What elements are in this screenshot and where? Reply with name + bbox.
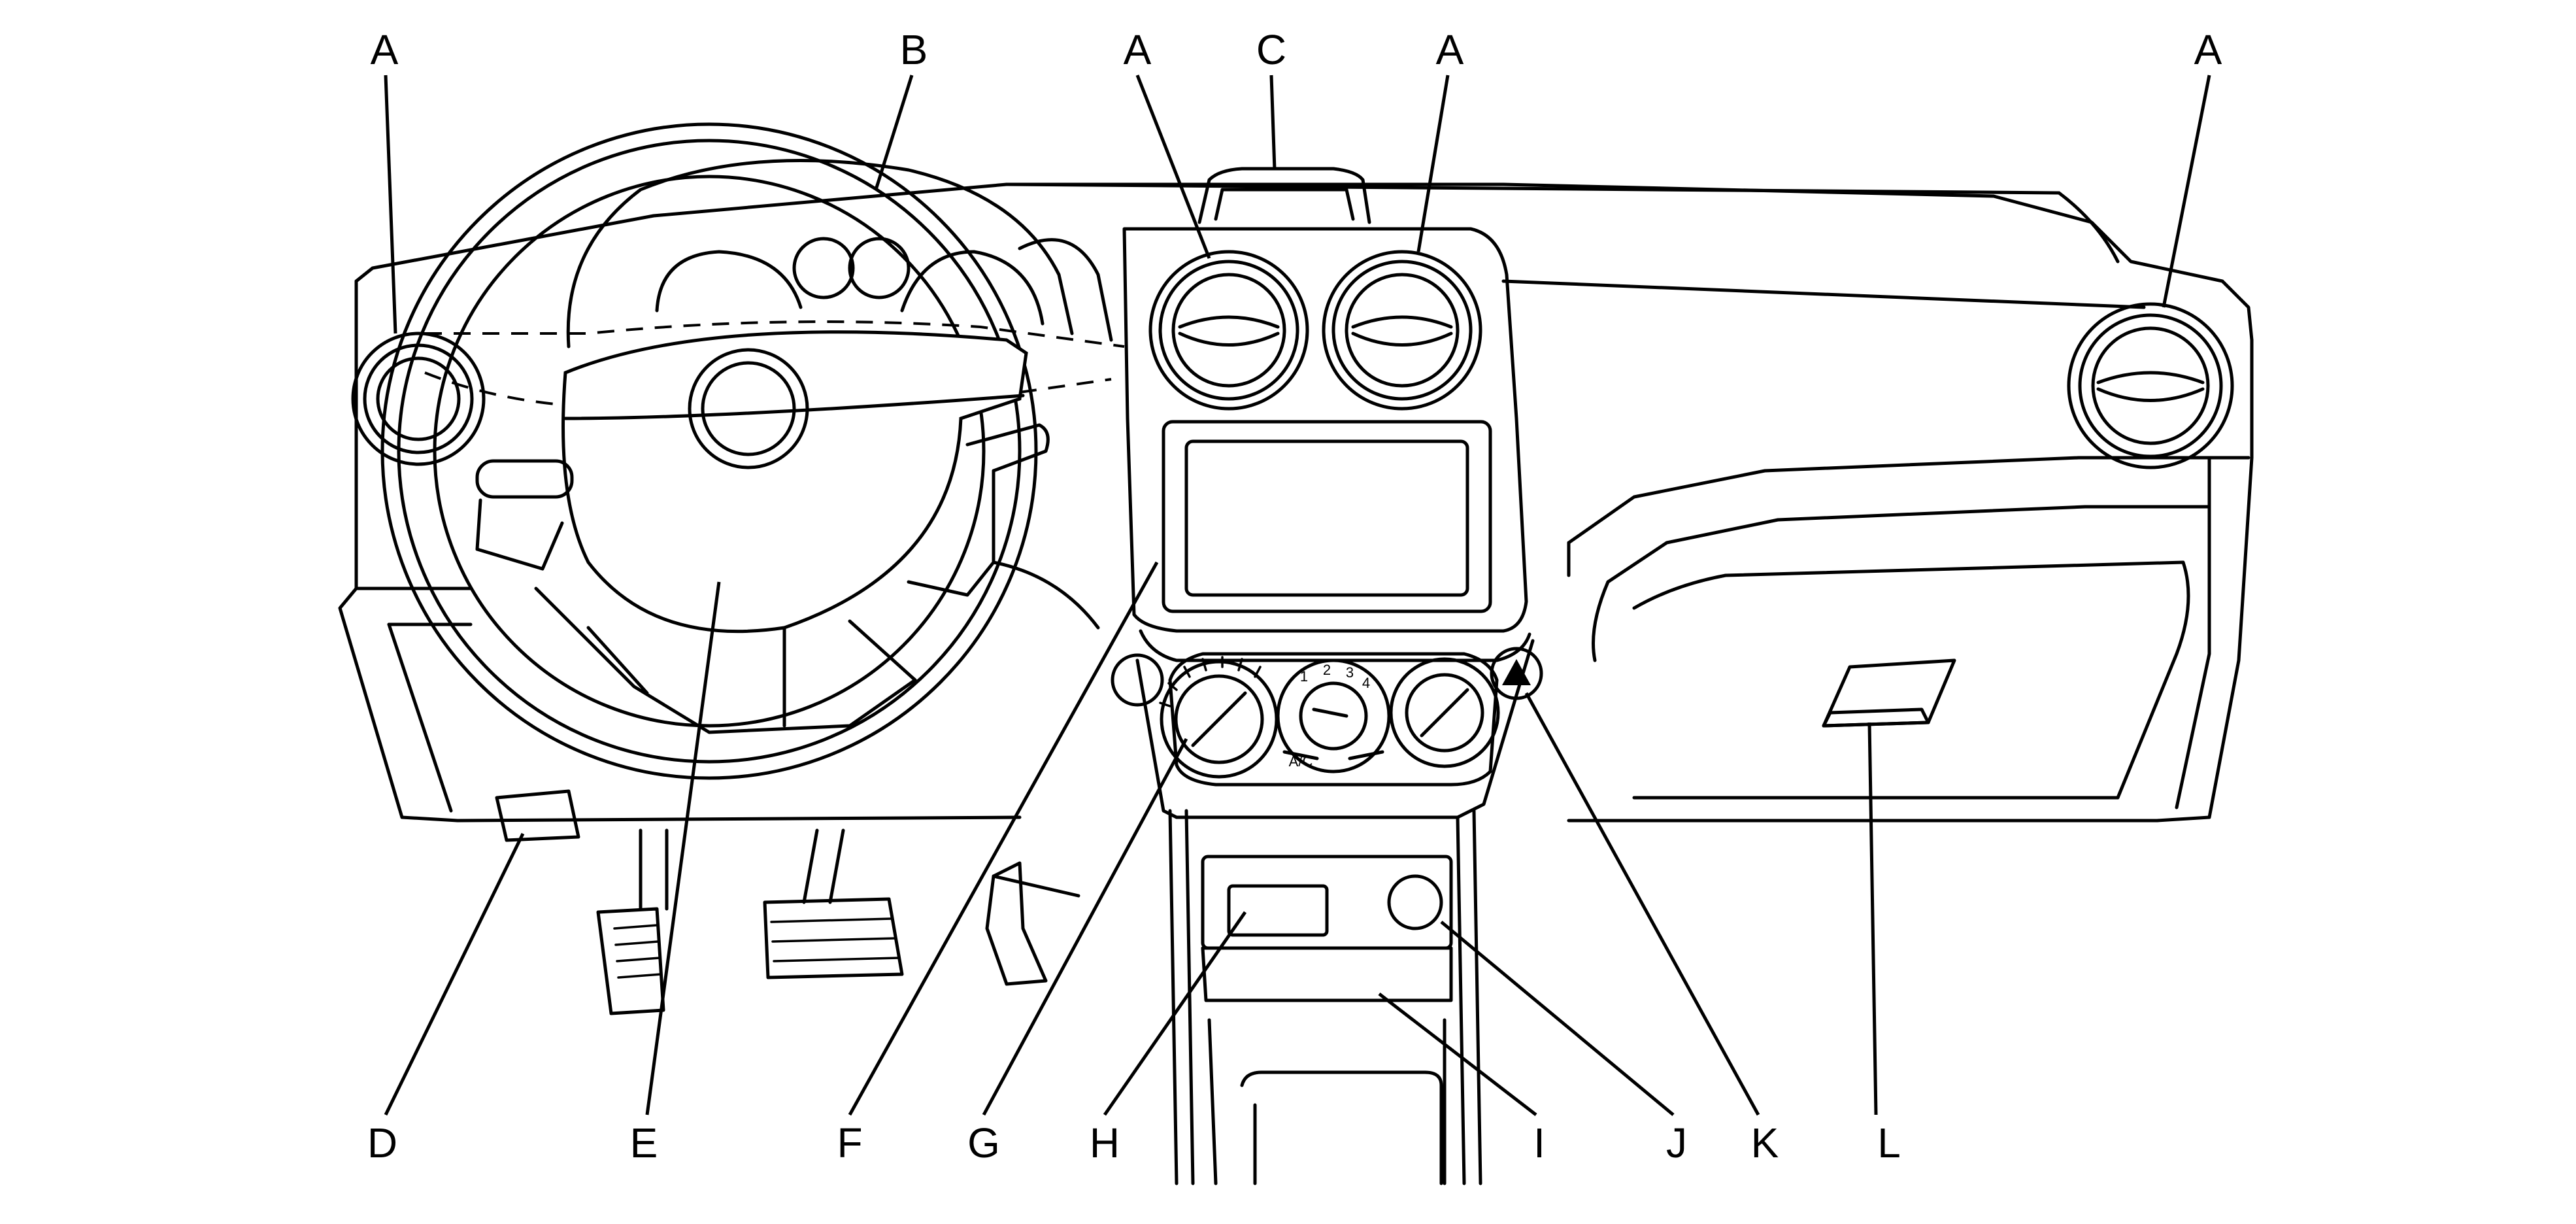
callout-a-center-right-vent: A: [1436, 26, 1464, 73]
callout-b: B: [900, 26, 928, 73]
audio-display: [1162, 420, 1492, 613]
temperature-dial: [1159, 656, 1279, 779]
fan-speed-4: 4: [1362, 675, 1370, 691]
steering-wheel: [380, 122, 1113, 780]
left-vent: [351, 332, 486, 466]
ac-button-label: A/C: [1289, 753, 1313, 770]
callout-f: F: [837, 1119, 862, 1166]
fan-speed-dial: 1 2 3 4 A/C: [1276, 658, 1391, 774]
instrument-cluster: [424, 158, 1125, 407]
hazard-button: [1490, 647, 1543, 700]
callout-h: H: [1090, 1119, 1120, 1166]
callout-c: C: [1256, 26, 1286, 73]
right-vent: [2067, 302, 2234, 469]
center-vent-right: [1322, 250, 1482, 411]
fan-speed-3: 3: [1346, 664, 1354, 681]
hood-release: [495, 789, 580, 842]
callout-d: D: [367, 1119, 397, 1166]
callout-k: K: [1751, 1119, 1779, 1166]
callout-a-left-vent: A: [371, 26, 399, 73]
callout-labels: A B A C A A D E F G H I J K L: [367, 26, 2222, 1166]
climate-controls: 1 2 3 4 A/C: [1111, 647, 1543, 787]
callout-i: I: [1533, 1119, 1545, 1166]
callout-e: E: [630, 1119, 658, 1166]
lower-stack: [1201, 855, 1453, 1002]
hazard-icon: [1502, 659, 1531, 685]
pedals: [495, 789, 1080, 1015]
callout-leaders: [384, 75, 2211, 1116]
center-vent-left: [1148, 250, 1309, 411]
defroster-outlet: [1197, 167, 1371, 224]
callout-l: L: [1877, 1119, 1901, 1166]
callout-a-right-vent: A: [2194, 26, 2222, 73]
glove-box-latch: [1822, 658, 1956, 728]
callout-a-center-left-vent: A: [1124, 26, 1152, 73]
fan-speed-1: 1: [1300, 668, 1308, 685]
fan-speed-2: 2: [1323, 662, 1331, 678]
callout-j: J: [1666, 1119, 1687, 1166]
callout-g: G: [967, 1119, 1000, 1166]
mode-dial: [1389, 657, 1500, 768]
center-stack: [1122, 227, 1535, 1185]
